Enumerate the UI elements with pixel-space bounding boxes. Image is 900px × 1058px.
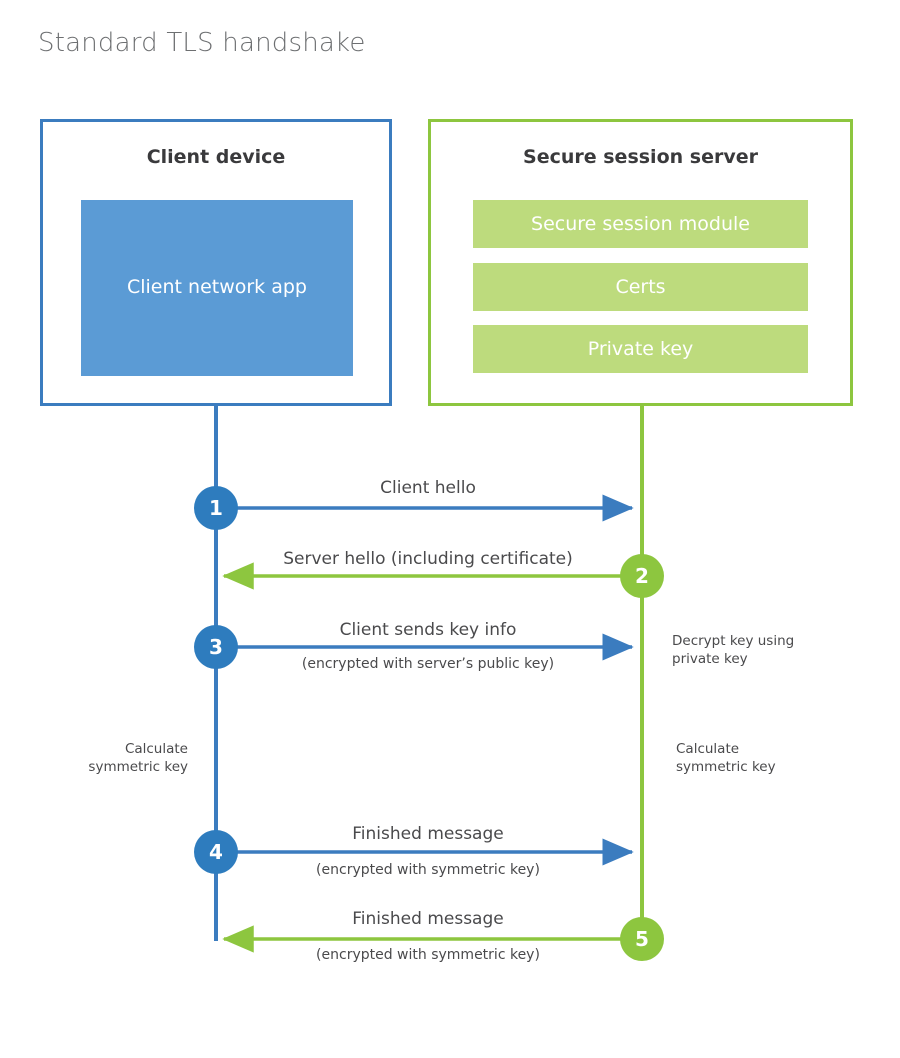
server-block-secure-session-module: Secure session module	[473, 200, 808, 248]
step-badge-1[interactable]: 1	[194, 486, 238, 530]
flow-label-2: Server hello (including certificate)	[283, 549, 573, 569]
step-badge-2[interactable]: 2	[620, 554, 664, 598]
secure-session-server-title: Secure session server	[523, 146, 758, 168]
secure-session-server-box: Secure session server Secure session mod…	[428, 119, 853, 406]
client-lifeline	[214, 406, 218, 941]
flow-label-5: Finished message	[352, 909, 504, 929]
server-decrypt-note-line2: private key	[672, 651, 748, 668]
client-network-app-block: Client network app	[81, 200, 353, 376]
step-badge-3[interactable]: 3	[194, 625, 238, 669]
client-calculate-symmetric-key-note: Calculate symmetric key	[40, 740, 188, 776]
server-calculate-symmetric-key-note: Calculate symmetric key	[676, 740, 856, 776]
server-calculate-note-line2: symmetric key	[676, 759, 776, 776]
page-title: Standard TLS handshake	[38, 28, 366, 58]
step-badge-5[interactable]: 5	[620, 917, 664, 961]
server-lifeline	[640, 406, 644, 941]
flow-sublabel-4: (encrypted with symmetric key)	[316, 862, 540, 878]
server-decrypt-note-line1: Decrypt key using	[672, 633, 795, 649]
server-calculate-note-line1: Calculate	[676, 741, 740, 757]
server-block-private-key: Private key	[473, 325, 808, 373]
flow-sublabel-3: (encrypted with server’s public key)	[301, 656, 555, 672]
flow-sublabel-5: (encrypted with symmetric key)	[316, 947, 540, 963]
flow-label-4: Finished message	[352, 824, 504, 844]
flow-label-3: Client sends key info	[339, 620, 517, 640]
server-block-certs: Certs	[473, 263, 808, 311]
client-calculate-note-line2: symmetric key	[88, 759, 188, 776]
server-decrypt-note: Decrypt key using private key	[672, 632, 852, 668]
flow-label-1: Client hello	[380, 478, 476, 498]
step-badge-4[interactable]: 4	[194, 830, 238, 874]
client-device-box: Client device Client network app	[40, 119, 392, 406]
client-device-title: Client device	[146, 146, 286, 168]
client-calculate-note-line1: Calculate	[124, 741, 188, 757]
